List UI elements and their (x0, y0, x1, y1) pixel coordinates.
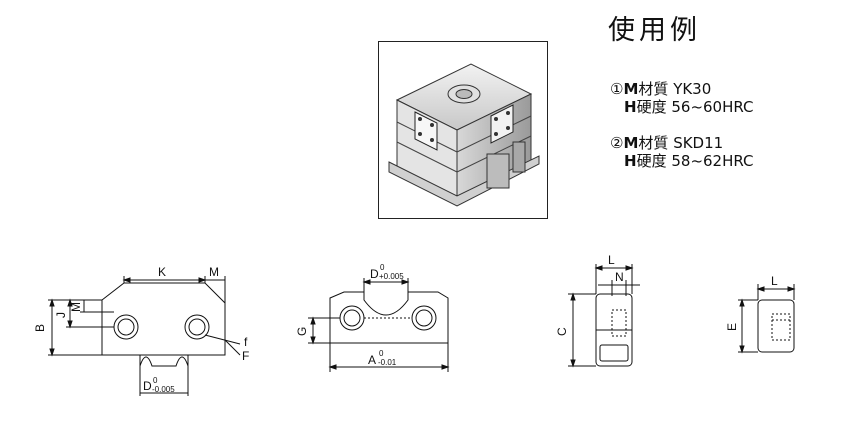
dim-l4: L (771, 274, 778, 288)
dim-d2-lower: +0.005 (379, 272, 404, 281)
dim-d1-lower: -0.005 (152, 385, 175, 394)
mold-block-icon (388, 63, 540, 207)
hardness-label: H (624, 152, 637, 170)
dim-n: N (615, 270, 624, 284)
page-title: 使用例 (608, 15, 701, 46)
dim-f: f (244, 335, 248, 349)
hardness-label: H (624, 98, 637, 116)
drawing-2-plate (308, 278, 450, 372)
hardness-value: 56~60HRC (671, 98, 754, 116)
drawing-4-side-view (738, 284, 796, 354)
dim-j: J (54, 312, 68, 318)
dim-m-side: M (69, 302, 83, 312)
material-name: 材質 (638, 80, 669, 98)
dim-b: B (33, 324, 47, 332)
material-label: M (623, 134, 639, 152)
spec-number: ② (610, 134, 624, 152)
drawing-3-side-view (568, 264, 640, 368)
dim-d1: D (143, 379, 152, 393)
material-label: M (623, 80, 639, 98)
dim-d2-upper: 0 (380, 263, 385, 272)
spec-number: ① (610, 80, 624, 98)
dim-k: K (158, 265, 166, 279)
material-value: SKD11 (673, 134, 724, 152)
dim-l3: L (608, 253, 615, 267)
hardness-name: 硬度 (636, 152, 667, 170)
dim-e: E (725, 323, 739, 331)
spec-block-1: ①M材質 YK30 H硬度 56~60HRC (610, 80, 754, 116)
drawing-1-plate (48, 276, 241, 396)
hardness-value: 58~62HRC (671, 152, 754, 170)
hardness-name: 硬度 (636, 98, 667, 116)
dim-F: F (242, 349, 249, 363)
dim-g: G (295, 327, 309, 336)
material-value: YK30 (673, 80, 712, 98)
dim-a: A (368, 353, 376, 367)
material-name: 材質 (638, 134, 669, 152)
dim-c: C (555, 327, 569, 336)
dim-m-top: M (209, 265, 219, 279)
dim-d1-upper: 0 (153, 376, 158, 385)
dim-a-lower: -0.01 (378, 358, 397, 367)
usage-illustration (378, 41, 548, 219)
dim-a-upper: 0 (379, 349, 384, 358)
spec-block-2: ②M材質 SKD11 H硬度 58~62HRC (610, 134, 754, 170)
dim-d2: D (370, 267, 379, 281)
